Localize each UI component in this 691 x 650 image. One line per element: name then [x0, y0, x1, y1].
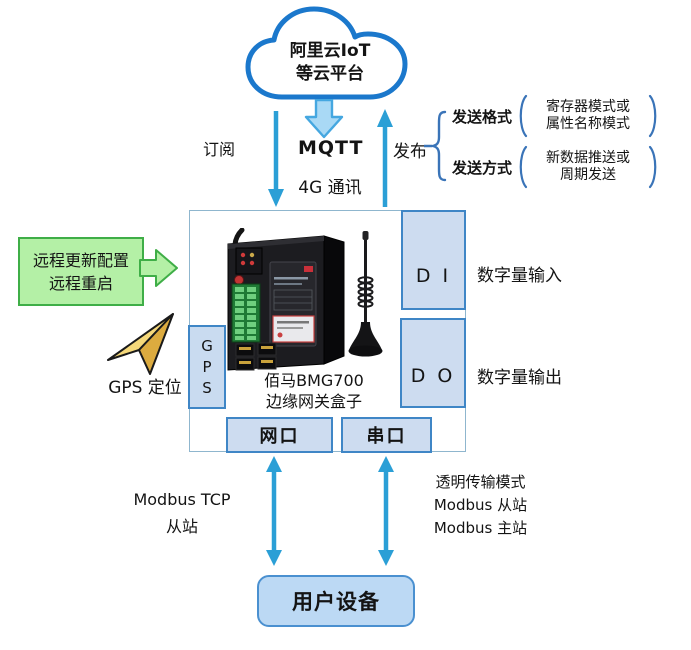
cloud-label-line1: 阿里云IoT [289, 41, 371, 61]
user-device-box: 用户设备 [257, 575, 415, 627]
gateway-caption-line2: 边缘网关盒子 [265, 392, 362, 411]
publish-option-row-format: 发送格式 寄存器模式或 属性名称模式 [452, 94, 660, 138]
modbus-tcp-line1: Modbus TCP [133, 490, 231, 509]
serial-port-label: 串口 [366, 426, 407, 447]
open-paren-icon [519, 94, 528, 138]
send-mode-value-line2: 周期发送 [560, 167, 617, 183]
remote-config-line2: 远程重启 [48, 273, 113, 293]
transparent-mode-line2: Modbus 从站 [433, 496, 528, 514]
brace-icon [424, 110, 447, 182]
modbus-tcp-line2: 从站 [165, 517, 198, 536]
send-format-value-line1: 寄存器模式或 [546, 99, 631, 115]
publish-option-row-mode: 发送方式 新数据推送或 周期发送 [452, 145, 660, 189]
di-description: 数字量输入 [477, 266, 562, 286]
serial-port-box: 串口 [341, 417, 432, 453]
serial-link-arrow-icon [378, 456, 394, 566]
send-mode-value-line1: 新数据推送或 [546, 150, 631, 166]
modbus-tcp-label: Modbus TCP 从站 [112, 486, 252, 540]
cloud-label: 阿里云IoT 等云平台 [258, 40, 402, 86]
lan-port-box: 网口 [226, 417, 333, 453]
mqtt-label: MQTT [298, 137, 364, 159]
transparent-mode-line3: Modbus 主站 [433, 519, 528, 537]
subscribe-arrow-icon [268, 111, 284, 207]
send-format-label: 发送格式 [452, 107, 513, 126]
gateway-caption: 佰马BMG700 边缘网关盒子 [238, 370, 390, 412]
close-paren-icon [648, 94, 657, 138]
lan-port-label: 网口 [259, 426, 300, 447]
gps-letter-p: P [202, 357, 212, 376]
cloud-label-line2: 等云平台 [296, 64, 364, 84]
user-device-label: 用户设备 [292, 590, 380, 614]
publish-label: 发布 [393, 142, 427, 162]
open-paren-icon [519, 145, 528, 189]
network-label: 4G 通讯 [298, 178, 362, 198]
subscribe-label: 订阅 [203, 140, 236, 159]
gps-letter-g: G [201, 336, 213, 355]
publish-options: 发送格式 寄存器模式或 属性名称模式 发送方式 新数据推送或 周期发送 [452, 94, 660, 189]
di-port-label: D I [415, 265, 452, 287]
publish-arrow-icon [377, 109, 393, 207]
gateway-caption-line1: 佰马BMG700 [264, 371, 364, 390]
gateway-device-image [227, 228, 383, 371]
gps-port-box: G P S [188, 325, 226, 409]
do-port-label: D O [410, 365, 456, 387]
lan-link-arrow-icon [266, 456, 282, 566]
do-description: 数字量输出 [477, 368, 562, 388]
transparent-mode-label: 透明传输模式 Modbus 从站 Modbus 主站 [408, 471, 553, 540]
gps-pointer-icon [107, 313, 174, 375]
close-paren-icon [648, 145, 657, 189]
send-mode-value: 新数据推送或 周期发送 [532, 150, 644, 184]
send-format-value-line2: 属性名称模式 [546, 116, 631, 132]
gps-letter-s: S [202, 378, 212, 397]
transparent-mode-line1: 透明传输模式 [435, 473, 526, 491]
remote-config-box: 远程更新配置 远程重启 [18, 237, 144, 306]
remote-arrow-icon [139, 249, 178, 287]
gps-caption: GPS 定位 [108, 378, 182, 398]
remote-config-line1: 远程更新配置 [32, 250, 129, 270]
di-port-box: D I [401, 210, 466, 310]
mqtt-block-arrow-icon [304, 99, 344, 139]
do-port-box: D O [400, 318, 466, 408]
send-format-value: 寄存器模式或 属性名称模式 [532, 99, 644, 133]
send-mode-label: 发送方式 [452, 158, 513, 177]
cloud-icon [245, 6, 408, 100]
